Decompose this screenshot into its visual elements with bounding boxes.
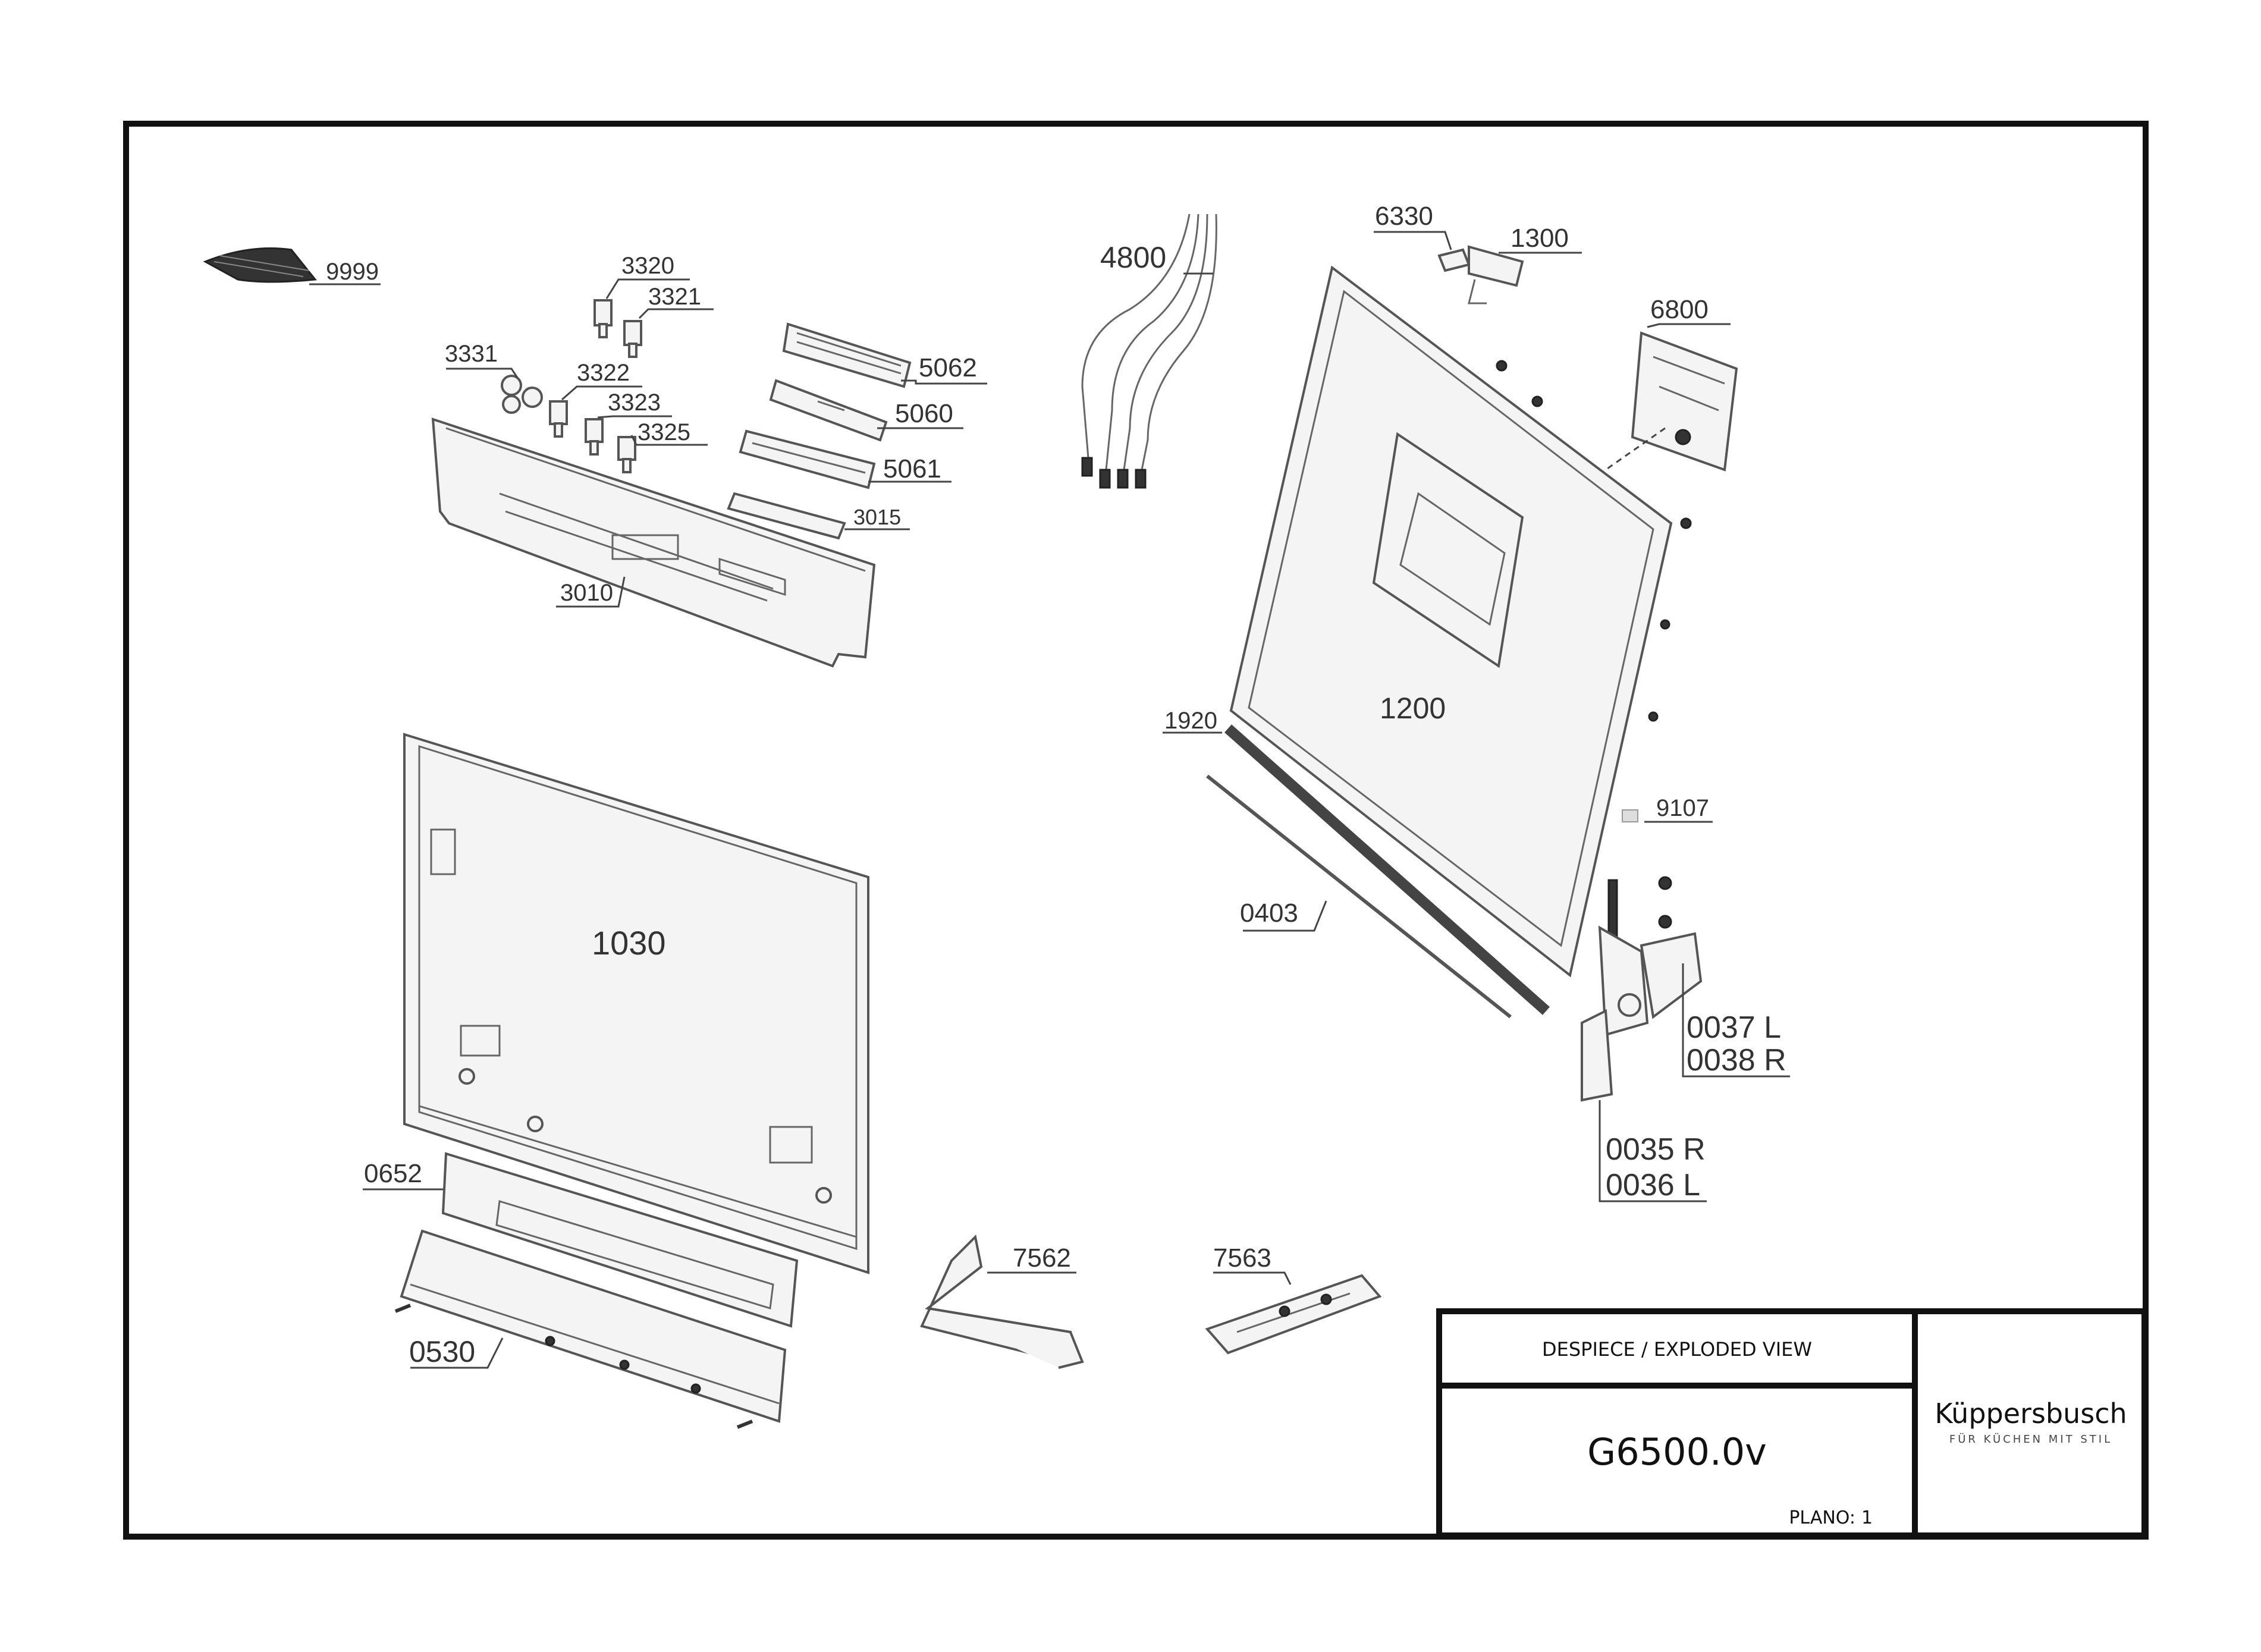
label-4800: 4800 [1100,241,1166,274]
brand-slogan: FÜR KÜCHEN MIT STIL [1949,1433,2113,1446]
label-0037: 0037 L [1687,1010,1781,1045]
label-3323: 3323 [608,390,661,416]
part-7563-plate: 7563 [1205,1243,1382,1355]
part-3320-knob: 3320 [593,253,690,338]
label-3325: 3325 [638,419,690,445]
label-6800: 6800 [1650,295,1709,324]
part-0530-bottom-rail: 0530 [394,1229,787,1429]
part-0652-trim: 0652 [363,1152,799,1328]
label-5060: 5060 [895,399,953,428]
plano-number: 1 [1861,1507,1873,1528]
label-5062: 5062 [919,353,977,382]
drawing-border [123,121,2149,1540]
label-9107: 9107 [1656,795,1709,821]
label-1300: 1300 [1511,224,1569,253]
label-5061: 5061 [883,454,941,483]
part-9999: 9999 [203,247,381,285]
label-1920: 1920 [1164,708,1217,734]
label-3320: 3320 [621,253,674,279]
title-block-heading: DESPIECE / EXPLODED VIEW [1542,1338,1812,1361]
label-0035: 0035 R [1606,1132,1706,1167]
part-0403-rod: 0403 [1206,774,1512,1019]
label-3322: 3322 [577,360,630,386]
label-6330: 6330 [1375,202,1433,231]
label-7562: 7562 [1013,1243,1071,1273]
part-1200-inner-door: 1200 [1229,265,1692,978]
label-9999: 9999 [326,259,379,285]
part-3010-control-panel: 3010 [431,417,876,668]
part-3015-strip: 3015 [727,492,910,540]
label-0403: 0403 [1240,899,1298,928]
label-0036: 0036 L [1606,1168,1700,1202]
label-3010: 3010 [560,580,613,606]
label-1030: 1030 [592,924,666,962]
part-5061-bracket: 5061 [739,429,951,489]
part-7562-bracket: 7562 [920,1234,1084,1369]
part-3331-rings: 3331 [445,341,543,414]
part-5062-module: 5062 [782,322,987,388]
title-block [1436,1308,2147,1538]
plano-label: PLANO: [1789,1507,1855,1528]
part-4800-harness: 4800 [1081,213,1217,489]
part-3321-knob: 3321 [623,284,714,358]
label-0038: 0038 R [1687,1043,1786,1078]
part-1030-door-panel: 1030 [403,733,869,1274]
model-number: G6500.0v [1587,1430,1767,1474]
label-3015: 3015 [853,505,901,529]
part-3322-knob: 3322 [549,360,642,438]
label-3321: 3321 [648,284,701,310]
part-1300-lock: 1300 [1468,224,1582,304]
part-3323-knob: 3323 [585,390,672,456]
label-3331: 3331 [445,341,498,367]
part-hinge-assembly: 0037 L 0038 R 0035 R 0036 L [1581,876,1790,1202]
label-1200: 1200 [1380,692,1446,725]
part-6330-switch: 6330 [1374,202,1471,272]
part-3325-knob: 3325 [617,419,708,473]
label-0652: 0652 [364,1159,422,1188]
part-1920-gasket: 1920 [1163,708,1550,1015]
brand-logo: Küppersbusch [1935,1397,2127,1430]
part-5060-board: 5060 [769,379,963,442]
label-7563: 7563 [1213,1243,1271,1273]
part-9107-sticker: 9107 [1622,795,1713,823]
label-0530: 0530 [409,1335,475,1368]
